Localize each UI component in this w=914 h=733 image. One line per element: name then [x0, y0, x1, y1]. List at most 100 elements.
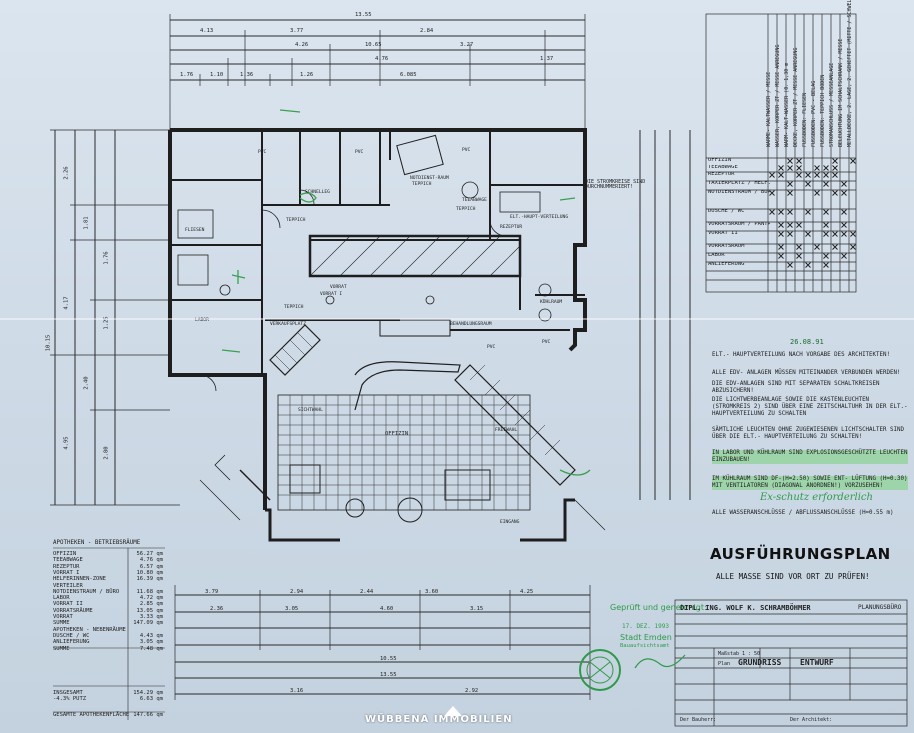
matrix-mark [805, 172, 811, 178]
matrix-mark [805, 209, 811, 215]
matrix-row-label: VORRATSRAUM [708, 244, 745, 249]
dim-bottom: 2.92 [465, 688, 479, 694]
matrix-mark [796, 253, 802, 259]
matrix-mark [814, 190, 820, 196]
dim-bottom: 3.15 [470, 606, 484, 612]
matrix-mark [850, 158, 856, 164]
area-label: OFFIZIN [53, 551, 77, 557]
room-label: ELT.-HAUPT-VERTEILUNG [510, 215, 569, 220]
matrix-header: BELEUCHTUNG IM SCHALTSCHRANK / MESSE [838, 38, 844, 147]
room-label: VORRAT [330, 285, 347, 290]
stamp-city: Stadt Emden [620, 633, 672, 642]
scale-value: 1 : 50 [742, 651, 761, 657]
room-label: PVC [462, 148, 471, 153]
room-label: OFFIZIN [385, 431, 409, 437]
matrix-mark [805, 181, 811, 187]
area-value: 3.33 qm [139, 614, 163, 620]
dim-left: 1.76 [103, 251, 110, 265]
room-label: PVC [258, 150, 267, 155]
dim-bottom: 2.94 [290, 589, 304, 595]
dim-bottom: 3.05 [285, 606, 299, 612]
matrix-mark [787, 262, 793, 268]
dim-bottom: 4.60 [380, 606, 394, 612]
area-value: 4.72 qm [139, 595, 163, 602]
area-value: 6.57 qm [139, 563, 163, 570]
matrix-header: WASSER, KORPER ZT / MESSE ANREGUNG [775, 44, 781, 147]
matrix-mark [823, 231, 829, 237]
matrix-mark [841, 222, 847, 228]
matrix-mark [778, 222, 784, 228]
area-label: VORRAT [53, 614, 73, 620]
matrix-mark [841, 181, 847, 187]
dim-top: 4.13 [200, 28, 214, 34]
dim-bottom: 13.55 [380, 672, 397, 678]
note-line: DIE LICHTWERBEANLAGE SOWIE DIE KASTENLEU… [712, 397, 908, 417]
room-label: TEPPICH [412, 182, 432, 187]
matrix-mark [778, 231, 784, 237]
matrix-header: DECKE, KORPER ZT / MESSE ANREGUNG [793, 47, 799, 147]
area-label: NOTDIENSTRAUM / BÜRO [53, 588, 120, 595]
matrix-row-label: TAXIERPLATZ / HELF. - ZONE / VORRAT I [708, 181, 770, 186]
dim-top: 10.65 [365, 42, 382, 48]
matrix-mark [814, 165, 820, 171]
matrix-mark [823, 222, 829, 228]
matrix-row-label: ANLIEFERUNG [708, 262, 745, 267]
matrix-row-label: TEEABWAGE [708, 165, 738, 170]
plan-stage: ENTWURF [800, 658, 834, 667]
matrix-row-label: NOTDIENSTRAUM / BÜRO [708, 190, 770, 195]
area-label: LABOR [53, 595, 70, 602]
stamp-date: 17. DEZ. 1993 [622, 623, 669, 630]
matrix-mark [778, 172, 784, 178]
dim-top: 1.26 [300, 72, 314, 78]
dim-left: 2.40 [83, 376, 90, 390]
matrix-mark [832, 172, 838, 178]
matrix-mark [787, 165, 793, 171]
room-label: TEPPICH [456, 207, 476, 212]
dim-bottom: 10.55 [380, 656, 397, 662]
matrix-row-label: OFFIZIN [708, 158, 732, 163]
area-row: VORRAT 3.33 qm [53, 614, 163, 620]
matrix-mark [787, 158, 793, 164]
matrix-mark [841, 253, 847, 259]
matrix-mark [832, 165, 838, 171]
room-label: EINGANG [500, 520, 520, 525]
matrix-mark [850, 231, 856, 237]
area-label: VORRATSRÄUME [53, 607, 93, 614]
matrix-mark [823, 165, 829, 171]
matrix-mark [832, 231, 838, 237]
area-value: 2.85 qm [139, 601, 163, 608]
scale-label: Maßstab [718, 651, 740, 657]
area-row: REZEPTUR 6.57 qm [53, 564, 163, 570]
area-value: 4.43 qm [139, 632, 163, 639]
matrix-mark [778, 253, 784, 259]
matrix-mark [814, 172, 820, 178]
dim-bottom: 4.25 [520, 589, 534, 595]
matrix-mark [796, 172, 802, 178]
room-label: TEEABWAGE [462, 198, 487, 203]
handwritten-note: Ex-schutz erforderlich [760, 492, 873, 503]
office-name: DIPL. ING. WOLF K. SCHRAMBÖHMER [680, 604, 811, 612]
stamp-approved: Geprüft und genehmigt: [610, 603, 707, 612]
room-label: TEPPICH [284, 305, 304, 310]
room-label: VERKAUFSPLATZ [270, 322, 306, 327]
matrix-header: FUSSBODEN: FLIESEN [802, 92, 808, 147]
area-label: VORRAT I [53, 569, 80, 576]
area-value: 16.39 qm [136, 576, 164, 583]
plan-subtitle: ALLE MASSE SIND VOR ORT ZU PRÜFEN! [716, 572, 870, 581]
matrix-mark [787, 190, 793, 196]
notes-date: 26.08.91 [790, 338, 824, 346]
dim-left: 4.95 [63, 436, 70, 450]
matrix-mark [769, 190, 775, 196]
dim-top: 1.37 [540, 56, 554, 62]
area-label: VORRAT II [53, 601, 83, 608]
area-table-title: APOTHEKEN - BETRIEBSRÄUME [53, 540, 141, 546]
plan-type: GRUNDRISS [738, 658, 782, 667]
architect-label: Der Architekt: [790, 717, 833, 723]
area-label: REZEPTUR [53, 563, 80, 570]
dim-bottom: 3.60 [425, 589, 439, 595]
